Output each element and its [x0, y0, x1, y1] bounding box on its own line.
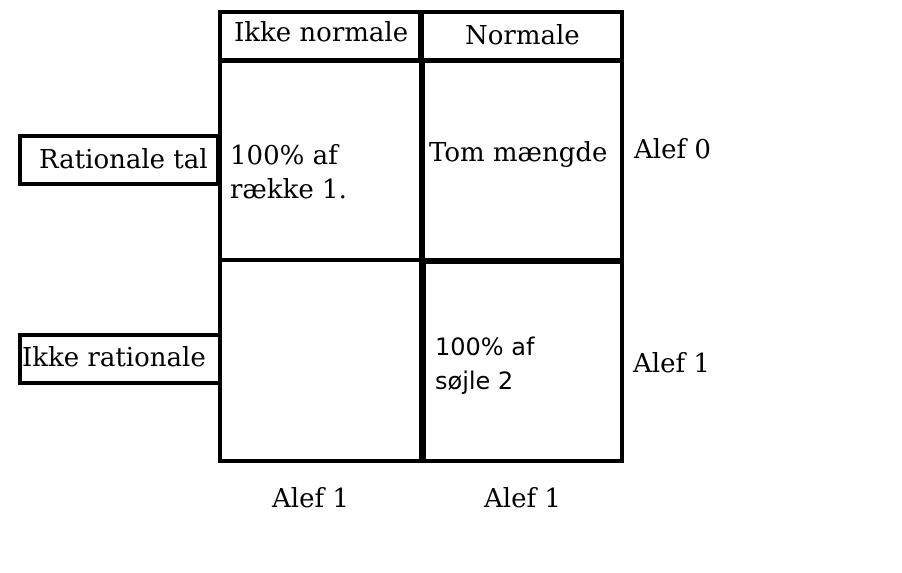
cell-rationale-normale	[419, 59, 624, 262]
row-total-ikke-rationale: Alef 1	[633, 349, 710, 379]
col-total-ikke-normale: Alef 1	[272, 484, 349, 514]
cell-text-r1c1-line1: 100% af	[230, 141, 338, 171]
col-total-normale: Alef 1	[484, 484, 561, 514]
row-header-rationale-tal: Rationale tal	[39, 145, 208, 175]
row-header-ikke-rationale: Ikke rationale	[22, 343, 206, 373]
row-total-rationale-tal: Alef 0	[634, 135, 711, 165]
column-header-normale: Normale	[465, 21, 580, 51]
cell-ikke-rationale-ikke-normale	[218, 258, 423, 463]
cell-text-r1c1: 100% af række 1.	[230, 139, 347, 207]
cell-text-r2c2-line1: 100% af	[435, 333, 535, 361]
cell-ikke-rationale-normale	[419, 258, 624, 463]
cell-text-r1c1-line2: række 1.	[230, 175, 347, 205]
cell-text-r2c2: 100% af søjle 2	[435, 330, 534, 398]
row-header-box-rationale-tal	[18, 134, 220, 186]
cell-text-r1c2: Tom mængde	[429, 138, 608, 168]
cell-text-r2c2-line2: søjle 2	[435, 367, 514, 395]
column-header-ikke-normale: Ikke normale	[234, 18, 409, 48]
column-header-box-normale	[420, 10, 624, 62]
